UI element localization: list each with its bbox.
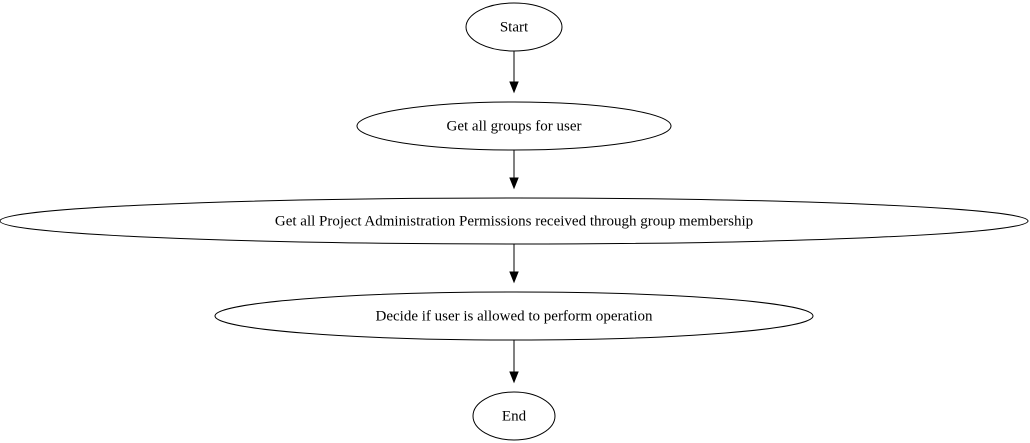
arrowhead-icon [509,371,519,384]
node-end-label: End [502,408,527,424]
node-get-groups-label: Get all groups for user [447,118,582,134]
node-get-groups[interactable]: Get all groups for user [356,101,672,151]
edge-start-to-get-groups [509,51,519,94]
node-decide-label: Decide if user is allowed to perform ope… [376,308,653,324]
node-get-permissions-label: Get all Project Administration Permissio… [275,213,753,229]
node-end[interactable]: End [472,391,556,441]
node-decide[interactable]: Decide if user is allowed to perform ope… [214,291,814,341]
edge-get-permissions-to-decide [509,244,519,284]
node-decide-ellipse[interactable] [214,291,814,341]
arrowhead-icon [509,177,519,190]
arrowhead-icon [509,81,519,94]
edge-group [509,51,519,384]
arrowhead-icon [509,271,519,284]
edge-decide-to-end [509,340,519,384]
node-start-label: Start [500,19,529,35]
node-get-permissions-ellipse[interactable] [0,197,1029,245]
node-start-ellipse[interactable] [465,2,563,52]
node-get-groups-ellipse[interactable] [356,101,672,151]
edge-get-groups-to-get-permissions [509,150,519,190]
node-get-permissions[interactable]: Get all Project Administration Permissio… [0,197,1029,245]
node-end-ellipse[interactable] [472,391,556,441]
node-start[interactable]: Start [465,2,563,52]
